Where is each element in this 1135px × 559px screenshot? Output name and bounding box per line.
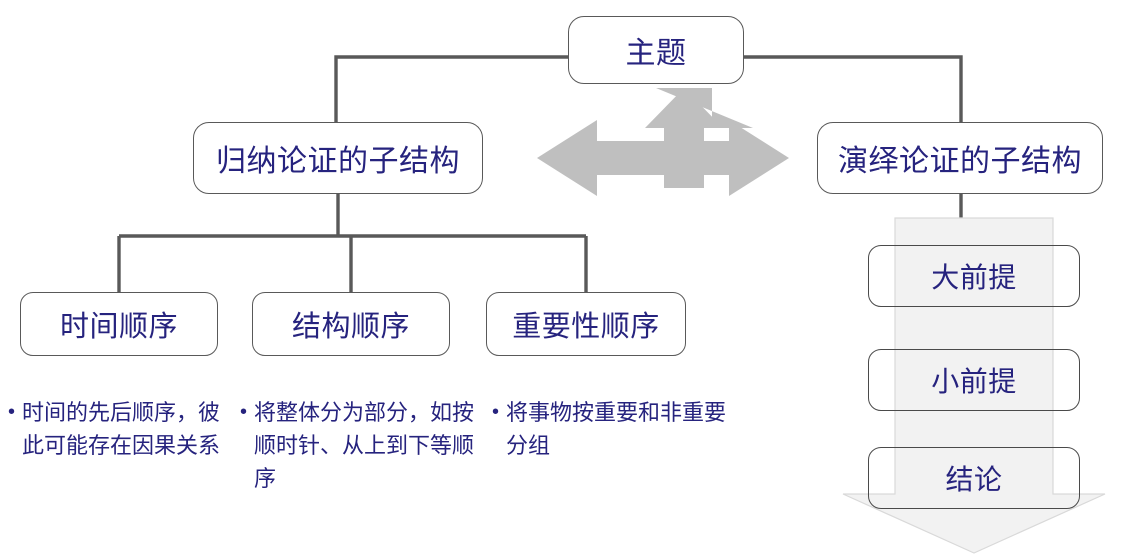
note-text: 时间的先后顺序，彼此可能存在因果关系: [22, 400, 221, 458]
node-inductive-substructure[interactable]: 归纳论证的子结构: [193, 122, 483, 194]
node-step-major-premise[interactable]: 大前提: [868, 245, 1080, 307]
node-leaf-structure-order[interactable]: 结构顺序: [252, 292, 450, 356]
note-text: 将事物按重要和非重要分组: [506, 400, 727, 458]
connector-root-to-deductive: [744, 55, 963, 122]
node-deductive-substructure[interactable]: 演绎论证的子结构: [817, 122, 1103, 194]
node-step-conclusion[interactable]: 结论: [868, 447, 1080, 509]
note-item: • 将事物按重要和非重要分组: [492, 396, 737, 462]
bullet-icon: •: [240, 401, 248, 423]
bullet-icon: •: [8, 401, 16, 423]
note-text: 将整体分为部分，如按顺时针、从上到下等顺序: [254, 400, 475, 491]
node-step-minor-premise[interactable]: 小前提: [868, 349, 1080, 411]
note-item: • 时间的先后顺序，彼此可能存在因果关系: [8, 396, 238, 462]
node-leaf-time-order[interactable]: 时间顺序: [20, 292, 218, 356]
node-leaf-importance-order[interactable]: 重要性顺序: [486, 292, 686, 356]
connector-root-to-inductive: [334, 55, 568, 122]
node-topic[interactable]: 主题: [568, 16, 744, 84]
bullet-icon: •: [492, 401, 500, 423]
note-item: • 将整体分为部分，如按顺时针、从上到下等顺序: [240, 396, 480, 495]
